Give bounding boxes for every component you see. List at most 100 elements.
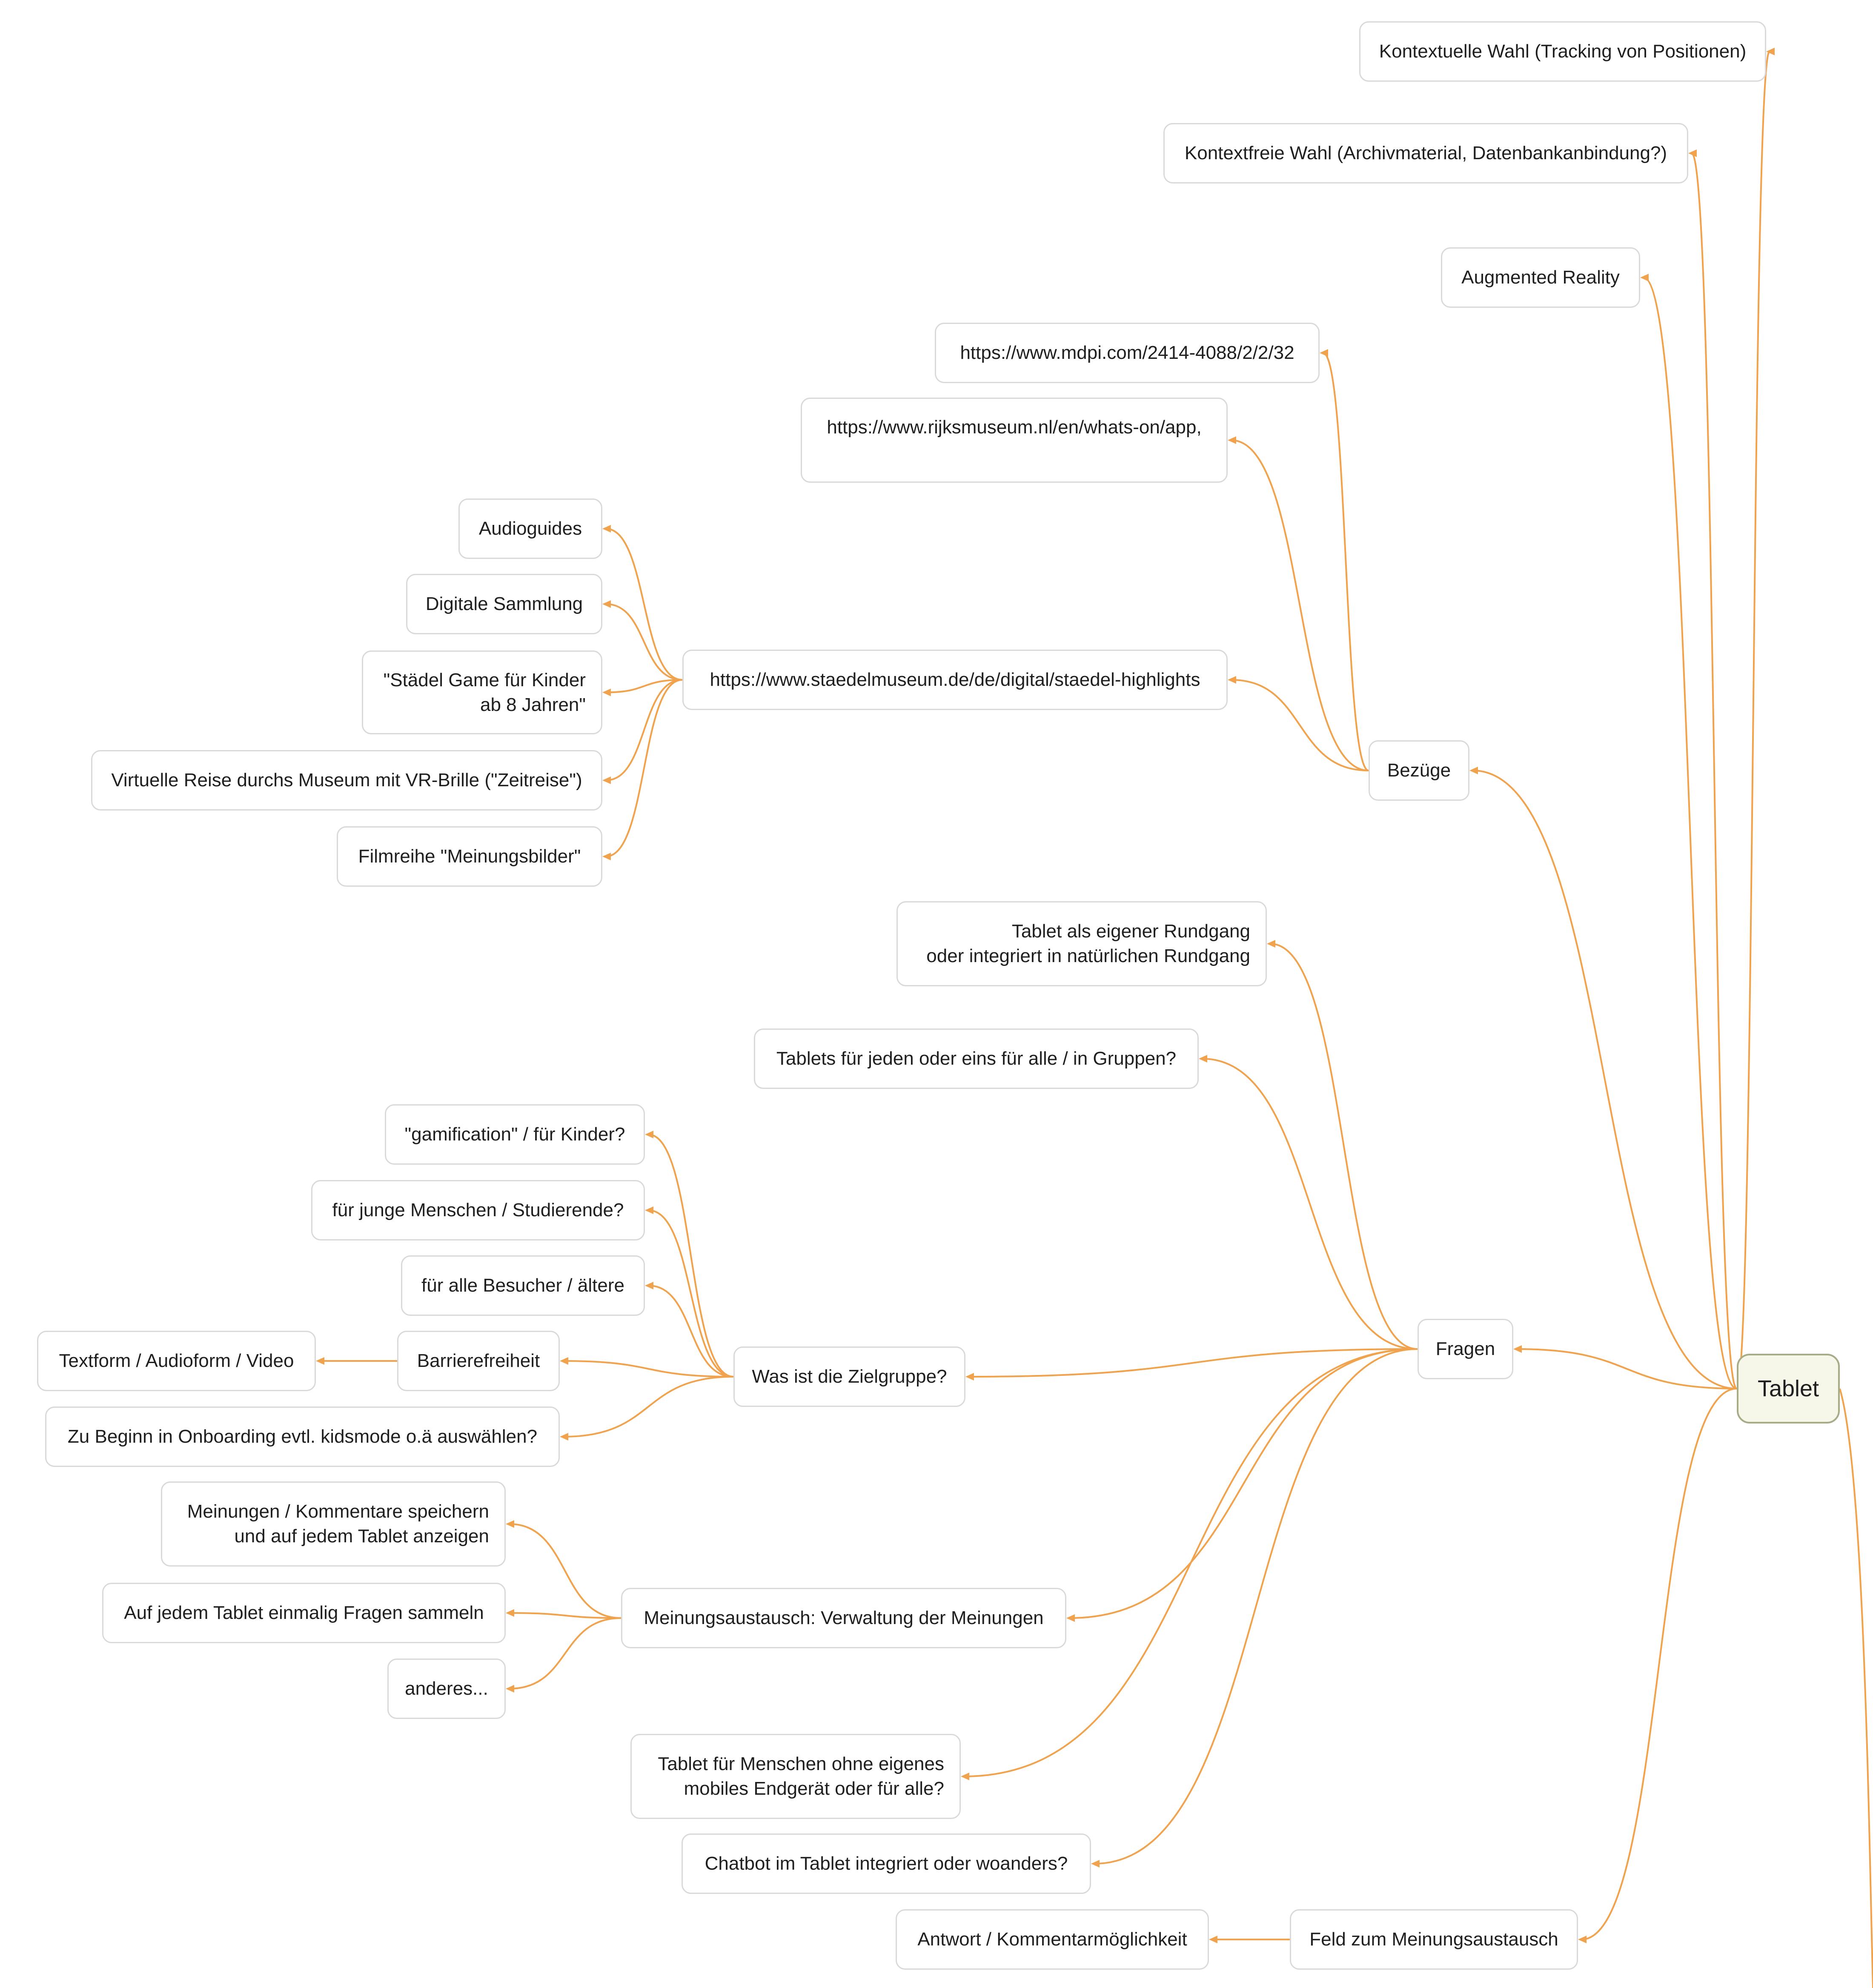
node-antwort-kommentar[interactable]: Antwort / Kommentarmöglichkeit: [896, 1909, 1209, 1970]
node-filmreihe[interactable]: Filmreihe "Meinungsbilder": [337, 826, 602, 887]
node-onboarding[interactable]: Zu Beginn in Onboarding evtl. kidsmode o…: [45, 1406, 560, 1467]
edge-fragen-ohne_geraet: [964, 1348, 1418, 1777]
node-label: "Städel Game für Kinder ab 8 Jahren": [383, 669, 586, 715]
node-link-rijksmuseum[interactable]: https://www.rijksmuseum.nl/en/whats-on/a…: [801, 398, 1228, 483]
node-link-mdpi[interactable]: https://www.mdpi.com/2414-4088/2/2/32: [935, 323, 1320, 383]
node-zielgruppe[interactable]: Was ist die Zielgruppe?: [733, 1346, 965, 1407]
node-anderes[interactable]: anderes...: [387, 1659, 506, 1719]
edge-zielgruppe-junge: [648, 1209, 734, 1378]
edge-arrowhead: [645, 1131, 653, 1138]
node-label: Fragen: [1435, 1338, 1495, 1359]
node-junge-menschen[interactable]: für junge Menschen / Studierende?: [311, 1180, 645, 1240]
edge-arrowhead: [602, 688, 611, 696]
node-augmented-reality[interactable]: Augmented Reality: [1441, 247, 1640, 308]
node-gamification[interactable]: "gamification" / für Kinder?: [385, 1104, 645, 1165]
edge-arrowhead: [1199, 1055, 1207, 1063]
node-barrierefreiheit[interactable]: Barrierefreiheit: [397, 1331, 560, 1391]
edge-arrowhead: [965, 1373, 974, 1381]
node-bezuege[interactable]: Bezüge: [1369, 740, 1469, 801]
edge-bezuege-staedel: [1231, 679, 1369, 771]
edge-meinungsaustausch-sammeln: [509, 1612, 621, 1619]
edge-root-kontextfreie: [1691, 152, 1738, 1389]
node-chatbot[interactable]: Chatbot im Tablet integriert oder woande…: [682, 1833, 1091, 1894]
edge-zielgruppe-barriere: [563, 1360, 734, 1378]
edge-arrowhead: [1640, 274, 1649, 281]
edge-arrowhead: [1066, 1614, 1075, 1622]
node-tablet-rundgang[interactable]: Tablet als eigener Rundgang oder integri…: [896, 901, 1267, 986]
node-label: Augmented Reality: [1461, 267, 1620, 288]
node-meinungsaustausch-verwaltung[interactable]: Meinungsaustausch: Verwaltung der Meinun…: [621, 1588, 1066, 1648]
edge-arrowhead: [645, 1206, 653, 1214]
node-label: "gamification" / für Kinder?: [404, 1124, 625, 1145]
edge-arrowhead: [1267, 940, 1275, 948]
node-kontextfreie-wahl[interactable]: Kontextfreie Wahl (Archivmaterial, Daten…: [1163, 123, 1688, 183]
edge-fragen-meinungsaustausch: [1069, 1348, 1418, 1619]
node-label: Chatbot im Tablet integriert oder woande…: [705, 1853, 1068, 1874]
edge-fragen-chatbot: [1094, 1348, 1418, 1865]
node-label: Tablet: [1757, 1376, 1819, 1401]
node-meinungen-speichern[interactable]: Meinungen / Kommentare speichern und auf…: [161, 1481, 506, 1567]
node-label: Meinungen / Kommentare speichern und auf…: [187, 1501, 489, 1547]
node-audioguides[interactable]: Audioguides: [458, 498, 602, 559]
edge-staedel-vr: [605, 679, 683, 781]
edge-staedel-game: [605, 679, 683, 693]
edge-arrowhead: [506, 1609, 514, 1617]
edge-arrowhead: [1320, 349, 1328, 357]
node-label: https://www.rijksmuseum.nl/en/whats-on/a…: [827, 417, 1202, 438]
edge-arrowhead: [602, 853, 611, 860]
edge-staedel-audioguides: [605, 528, 683, 681]
edge-zielgruppe-onboarding: [563, 1376, 734, 1438]
node-label: Textform / Audioform / Video: [59, 1350, 294, 1371]
edge-root-continuation: [1839, 1388, 1873, 1988]
node-tablets-fuer-jeden[interactable]: Tablets für jeden oder eins für alle / i…: [754, 1028, 1199, 1089]
edge-root-bezuege: [1472, 770, 1737, 1389]
edge-zielgruppe-alle_besucher: [648, 1285, 734, 1378]
node-fragen-sammeln[interactable]: Auf jedem Tablet einmalig Fragen sammeln: [102, 1583, 506, 1643]
node-label: Audioguides: [478, 518, 582, 539]
edge-arrowhead: [1469, 767, 1478, 774]
edge-staedel-film: [605, 679, 683, 857]
node-label: https://www.mdpi.com/2414-4088/2/2/32: [960, 342, 1294, 363]
edge-root-fragen: [1516, 1348, 1737, 1389]
edge-arrowhead: [645, 1282, 653, 1289]
node-label: Meinungsaustausch: Verwaltung der Meinun…: [644, 1607, 1044, 1628]
node-alle-besucher[interactable]: für alle Besucher / ältere: [401, 1255, 645, 1316]
edge-arrowhead: [1766, 48, 1775, 55]
node-digitale-sammlung[interactable]: Digitale Sammlung: [406, 574, 602, 634]
edge-arrowhead: [602, 600, 611, 608]
edge-arrowhead: [506, 1520, 514, 1528]
node-label: Auf jedem Tablet einmalig Fragen sammeln: [124, 1602, 484, 1623]
edge-root-feld: [1581, 1388, 1737, 1940]
node-label: https://www.staedelmuseum.de/de/digital/…: [710, 669, 1200, 690]
edge-arrowhead: [316, 1357, 324, 1365]
edge-arrowhead: [1513, 1345, 1522, 1353]
node-label: Tablet für Menschen ohne eigenes mobiles…: [658, 1753, 944, 1799]
edge-arrowhead: [560, 1357, 568, 1365]
node-feld-meinungsaustausch[interactable]: Feld zum Meinungsaustausch: [1290, 1909, 1578, 1970]
edge-arrowhead: [1209, 1936, 1217, 1943]
node-tablet-ohne-endgeraet[interactable]: Tablet für Menschen ohne eigenes mobiles…: [630, 1734, 961, 1819]
node-label: für junge Menschen / Studierende?: [332, 1200, 624, 1220]
node-fragen[interactable]: Fragen: [1418, 1319, 1513, 1379]
edge-arrowhead: [560, 1433, 568, 1441]
node-label: Digitale Sammlung: [425, 593, 583, 614]
node-tablet-root[interactable]: Tablet: [1737, 1354, 1840, 1424]
edge-bezuege-mdpi: [1323, 352, 1369, 771]
edge-root-kontextuelle: [1736, 51, 1770, 1389]
node-label: Antwort / Kommentarmöglichkeit: [917, 1929, 1187, 1950]
edge-arrowhead: [1228, 676, 1236, 684]
edge-arrowhead: [602, 525, 611, 533]
node-label: anderes...: [405, 1678, 488, 1699]
node-label: Zu Beginn in Onboarding evtl. kidsmode o…: [67, 1426, 538, 1447]
node-link-staedelmuseum[interactable]: https://www.staedelmuseum.de/de/digital/…: [682, 650, 1228, 710]
node-label: Was ist die Zielgruppe?: [752, 1366, 947, 1387]
node-kontextuelle-wahl[interactable]: Kontextuelle Wahl (Tracking von Position…: [1359, 21, 1766, 82]
edge-zielgruppe-gamification: [648, 1134, 734, 1378]
node-staedel-game[interactable]: "Städel Game für Kinder ab 8 Jahren": [362, 650, 602, 734]
edge-fragen-rundgang: [1270, 943, 1418, 1350]
node-textform-audioform-video[interactable]: Textform / Audioform / Video: [37, 1331, 316, 1391]
edge-meinungsaustausch-speichern: [509, 1523, 621, 1619]
node-virtuelle-reise[interactable]: Virtuelle Reise durchs Museum mit VR-Bri…: [91, 750, 602, 811]
edge-meinungsaustausch-anderes: [509, 1617, 621, 1690]
